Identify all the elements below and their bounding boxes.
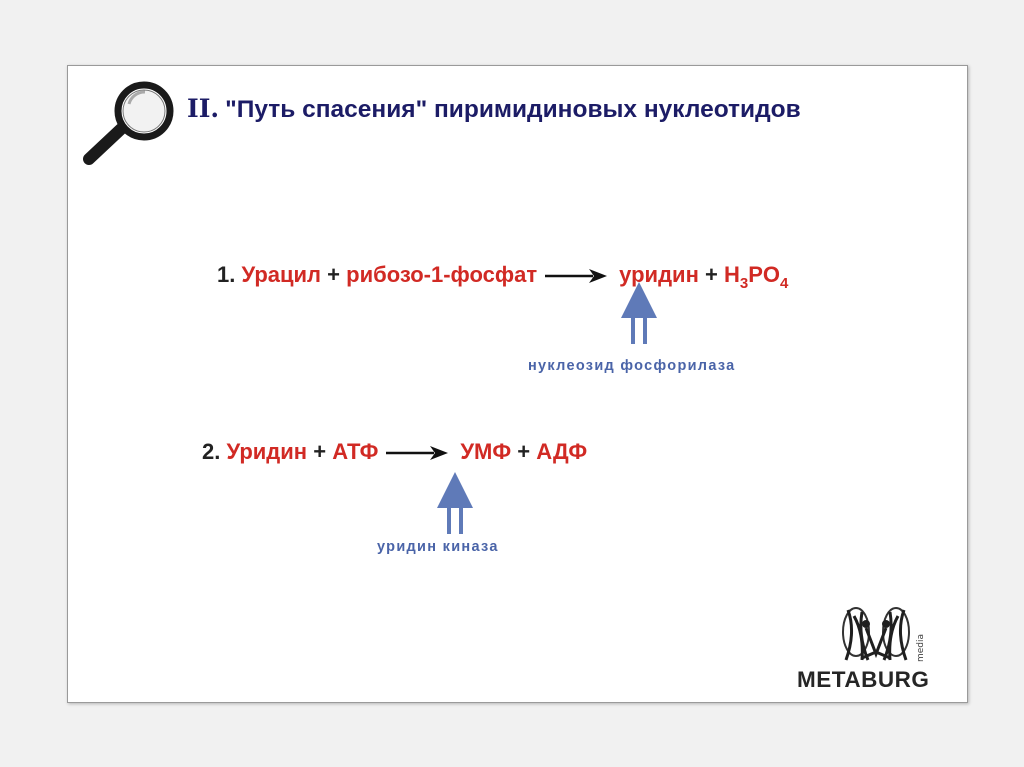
title-roman-numeral: II. bbox=[187, 94, 220, 123]
enzyme-nucleoside-phosphorylase: нуклеозид фосфорилаза bbox=[528, 358, 736, 374]
logo-wordmark: METABURG bbox=[797, 667, 930, 692]
reaction-1: 1. Урацил + рибозо-1-фосфат уридин + H3PO… bbox=[217, 262, 789, 292]
reaction-number: 2. bbox=[202, 439, 221, 464]
up-arrow-icon bbox=[437, 472, 473, 534]
product-uridine: уридин bbox=[619, 262, 699, 287]
page-title: II."Путь спасения" пиримидиновых нуклеот… bbox=[187, 94, 801, 124]
plus-sign: + bbox=[704, 262, 718, 287]
product-adp: АДФ bbox=[536, 439, 588, 464]
product-phosphoric-acid: H3PO4 bbox=[723, 262, 789, 292]
substrate-atp: АТФ bbox=[332, 439, 379, 464]
substrate-uracil: Урацил bbox=[241, 262, 322, 287]
right-arrow-icon bbox=[545, 269, 608, 284]
slide: II."Путь спасения" пиримидиновых нуклеот… bbox=[67, 65, 968, 703]
plus-sign: + bbox=[517, 439, 531, 464]
title-text: "Путь спасения" пиримидиновых нуклеотидо… bbox=[225, 96, 801, 123]
reaction-2: 2. Уридин + АТФ УМФ + АДФ bbox=[202, 439, 587, 465]
substrate-uridine: Уридин bbox=[226, 439, 308, 464]
product-ump: УМФ bbox=[460, 439, 512, 464]
logo-media-label: media bbox=[916, 633, 926, 662]
right-arrow-icon bbox=[386, 446, 449, 461]
up-arrow-icon bbox=[621, 282, 657, 344]
metaburg-logo-icon bbox=[842, 607, 910, 661]
plus-sign: + bbox=[327, 262, 341, 287]
reaction-number: 1. bbox=[217, 262, 236, 287]
enzyme-uridine-kinase: уридин киназа bbox=[377, 539, 499, 555]
substrate-ribose-phosphate: рибозо-1-фосфат bbox=[346, 262, 538, 287]
magnifier-icon bbox=[83, 81, 174, 165]
plus-sign: + bbox=[313, 439, 327, 464]
